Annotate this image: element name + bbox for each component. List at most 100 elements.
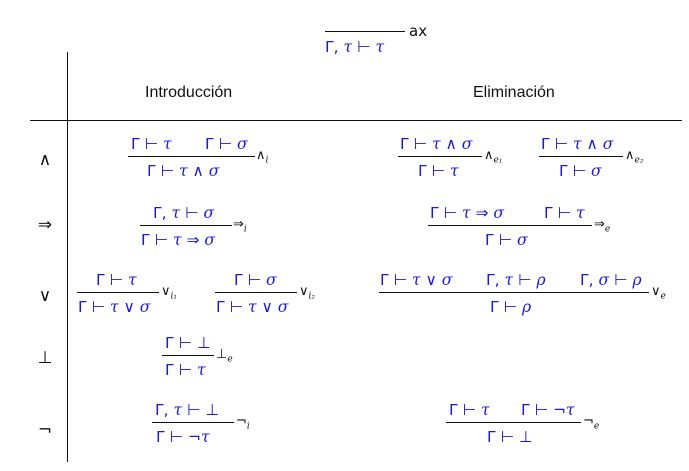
formula-segment: Γ ⊢ — [141, 231, 173, 249]
or-elim-premise-3: Γ, σ ⊢ ρ — [580, 271, 642, 289]
and-elim2-rule-line — [539, 156, 623, 157]
or-intro2-rule-line — [215, 292, 297, 293]
formula-segment: σ — [591, 162, 602, 180]
formula-segment: Γ ⊢ ⊥ — [487, 428, 533, 446]
formula-segment: τ — [450, 162, 459, 180]
formula-segment: Γ ⊢ — [131, 135, 163, 153]
not-intro-conclusion: Γ ⊢ ¬τ — [156, 428, 210, 446]
and-intro-label: ∧i — [256, 148, 269, 166]
formula-segment: τ — [128, 271, 137, 289]
formula-segment: τ — [565, 401, 575, 419]
formula-segment: Γ ⊢ — [449, 401, 481, 419]
formula-segment: , — [588, 271, 599, 289]
formula-segment: τ — [504, 271, 514, 289]
formula-segment: ∨ — [256, 298, 278, 316]
formula-segment: τ — [110, 298, 119, 316]
not-intro-label: ¬i — [236, 414, 250, 432]
bottom-elim-conclusion: Γ ⊢ τ — [165, 361, 206, 379]
bottom-elim-premise: Γ ⊢ ⊥ — [165, 334, 211, 352]
formula-segment: σ — [598, 271, 610, 289]
row-symbol-and: ∧ — [38, 150, 52, 170]
formula-segment: , — [494, 271, 505, 289]
or-elim-label: ∨e — [651, 284, 666, 302]
formula-segment: σ — [266, 271, 277, 289]
formula-segment: τ — [343, 38, 353, 56]
ax-label: ax — [409, 22, 428, 40]
and-elim1-premise: Γ ⊢ τ ∧ σ — [400, 135, 472, 153]
not-intro-rule-line — [152, 422, 234, 423]
formula-segment: Γ ⊢ — [559, 162, 591, 180]
not-elim-premise-2: Γ ⊢ ¬τ — [521, 401, 575, 419]
formula-segment: Γ ⊢ ¬ — [521, 401, 566, 419]
formula-segment: ρ — [522, 298, 532, 316]
row-symbol-implies: ⇒ — [37, 215, 53, 235]
formula-segment: Γ ⊢ — [430, 204, 462, 222]
implies-elim-label: ⇒e — [594, 217, 611, 235]
formula-segment: Γ ⊢ — [541, 135, 573, 153]
and-elim2-premise: Γ ⊢ τ ∧ σ — [541, 135, 613, 153]
formula-segment: τ — [200, 428, 210, 446]
and-intro-premise-1: Γ ⊢ τ — [131, 135, 172, 153]
and-elim2-conclusion: Γ ⊢ σ — [559, 162, 602, 180]
formula-segment: τ — [171, 204, 181, 222]
formula-segment: σ — [237, 135, 248, 153]
implies-intro-premise: Γ, τ ⊢ σ — [153, 204, 214, 222]
and-intro-conclusion: Γ ⊢ τ ∧ σ — [147, 162, 219, 180]
and-elim1-label: ∧e₁ — [484, 148, 503, 166]
formula-segment: Γ ⊢ ¬ — [156, 428, 201, 446]
and-intro-rule-line — [128, 156, 255, 157]
formula-segment: Γ — [155, 401, 164, 419]
formula-segment: ⊢ — [352, 38, 376, 56]
formula-segment: τ — [375, 38, 385, 56]
formula-segment: Γ ⊢ — [78, 298, 110, 316]
table-header-divider — [30, 120, 682, 121]
formula-segment: σ — [139, 298, 151, 316]
formula-segment: ⇒ — [181, 231, 205, 249]
formula-segment: Γ ⊢ — [418, 162, 450, 180]
formula-segment: τ — [573, 135, 582, 153]
formula-segment: Γ ⊢ — [205, 135, 237, 153]
formula-segment: Γ — [580, 271, 589, 289]
formula-segment: ⊢ — [180, 204, 204, 222]
formula-segment: Γ ⊢ — [490, 298, 522, 316]
implies-elim-conclusion: Γ ⊢ σ — [485, 231, 528, 249]
formula-segment: ∧ — [581, 135, 603, 153]
or-intro1-rule-line — [77, 292, 159, 293]
table-vertical-divider — [67, 52, 68, 462]
formula-segment: , — [163, 401, 174, 419]
formula-segment: σ — [461, 135, 473, 153]
formula-segment: Γ — [153, 204, 162, 222]
not-intro-premise: Γ, τ ⊢ ⊥ — [155, 401, 219, 419]
formula-segment: τ — [179, 162, 188, 180]
or-intro2-conclusion: Γ ⊢ τ ∨ σ — [216, 298, 288, 316]
header-elimination: Eliminación — [473, 84, 555, 101]
formula-segment: Γ ⊢ — [400, 135, 432, 153]
or-elim-premise-1: Γ ⊢ τ ∨ σ — [380, 271, 452, 289]
formula-segment: σ — [277, 298, 289, 316]
ax-conclusion: Γ, τ ⊢ τ — [325, 38, 384, 56]
formula-segment: ⊢ — [609, 271, 633, 289]
or-intro1-label: ∨i₁ — [161, 284, 178, 302]
formula-segment: Γ ⊢ — [380, 271, 412, 289]
formula-segment: τ — [481, 401, 490, 419]
formula-segment: ∨ — [118, 298, 140, 316]
formula-segment: Γ ⊢ — [147, 162, 179, 180]
formula-segment: Γ ⊢ ⊥ — [165, 334, 211, 352]
formula-segment: , — [333, 38, 344, 56]
formula-segment: Γ ⊢ — [544, 204, 576, 222]
or-elim-rule-line — [379, 292, 649, 293]
and-elim2-label: ∧e₂ — [625, 148, 644, 166]
implies-elim-premise-1: Γ ⊢ τ ⇒ σ — [430, 204, 504, 222]
or-intro2-label: ∨i₂ — [299, 284, 316, 302]
or-elim-premise-2: Γ, τ ⊢ ρ — [486, 271, 546, 289]
formula-segment: σ — [493, 204, 505, 222]
formula-segment: σ — [208, 162, 220, 180]
formula-segment: ∧ — [187, 162, 209, 180]
formula-segment: Γ ⊢ — [485, 231, 517, 249]
formula-segment: Γ — [325, 38, 334, 56]
or-intro1-conclusion: Γ ⊢ τ ∨ σ — [78, 298, 150, 316]
not-elim-rule-line — [446, 422, 581, 423]
or-intro2-premise: Γ ⊢ σ — [234, 271, 277, 289]
formula-segment: ⇒ — [470, 204, 494, 222]
not-elim-premise-1: Γ ⊢ τ — [449, 401, 490, 419]
